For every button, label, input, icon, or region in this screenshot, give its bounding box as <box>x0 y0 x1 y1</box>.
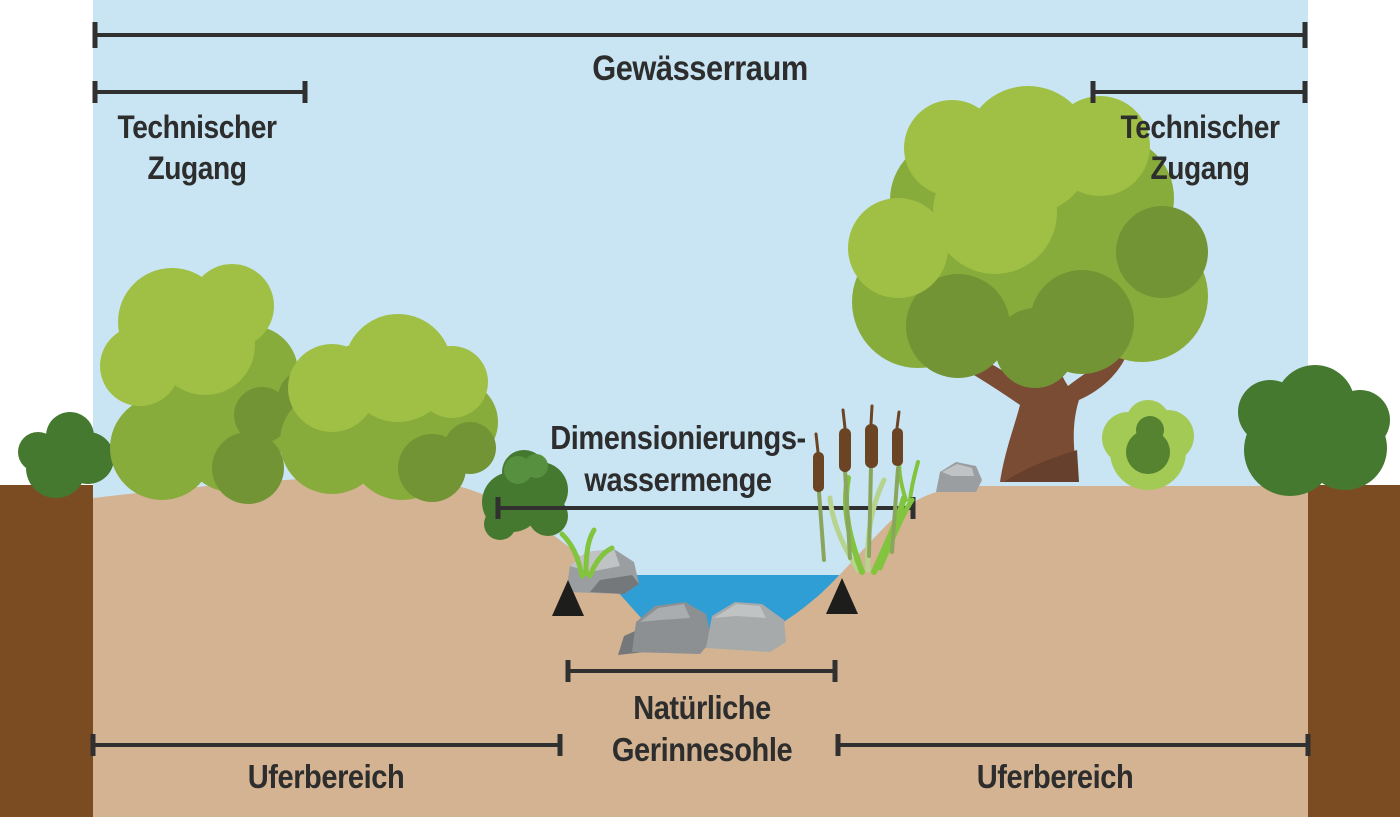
gewaesserraum-label: Gewässerraum <box>592 49 808 88</box>
technischer-zugang-left-label: Technischer Zugang <box>117 109 277 186</box>
technischer-zugang-right-dimension-line <box>1090 81 1308 103</box>
natuerliche-gerinnesohle-label: Natürliche Gerinnesohle <box>611 689 793 768</box>
uferbereich-right-dimension-line <box>835 734 1311 756</box>
natuerliche-gerinnesohle-dimension-line <box>565 660 838 682</box>
dimensionierungswassermenge-label: Dimensionierungs- wassermenge <box>550 419 806 498</box>
grass-tuft-left-bank <box>559 527 615 579</box>
rocks-channel-bed <box>618 602 786 655</box>
dark-bush-far-right <box>1238 365 1390 496</box>
gewaesserraum-dimension-line <box>92 22 1308 48</box>
uferbereich-left-label: Uferbereich <box>247 758 405 795</box>
cattails-reeds <box>813 404 915 575</box>
ground-terrain <box>93 477 1308 817</box>
technischer-zugang-right-label: Technischer Zugang <box>1120 109 1280 186</box>
rock-right-bank <box>936 462 982 492</box>
bush-left-wide <box>278 314 498 502</box>
small-bush-right-of-tree <box>1102 400 1194 490</box>
water-level-marker-right <box>826 578 858 614</box>
technischer-zugang-left-dimension-line <box>92 81 308 103</box>
uferbereich-left-dimension-line <box>90 734 563 756</box>
tree-foliage <box>848 86 1208 388</box>
bush-left-tall <box>100 264 298 504</box>
water-level-marker-left <box>552 580 584 616</box>
soil-strip-right <box>1308 485 1400 817</box>
dark-bush-far-left <box>18 412 114 498</box>
soil-strip-left <box>0 485 93 817</box>
dark-bush-channel-edge <box>482 450 568 540</box>
uferbereich-right-label: Uferbereich <box>976 758 1134 795</box>
